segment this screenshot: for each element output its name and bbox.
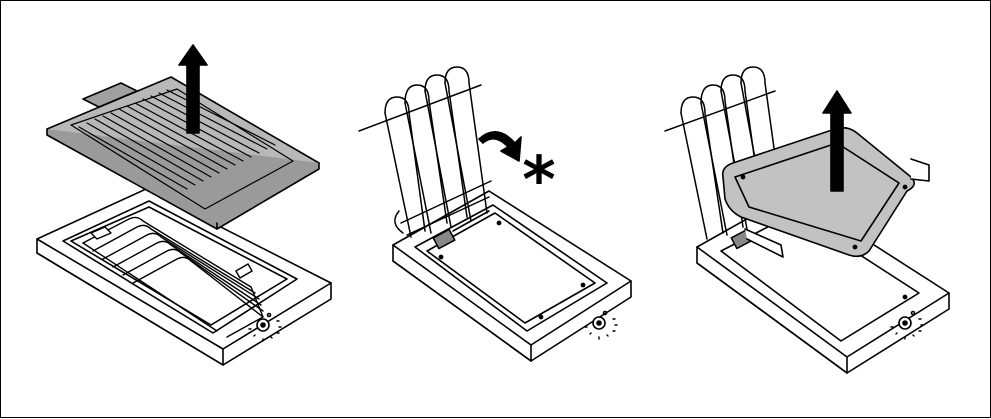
note-marker: * — [522, 144, 556, 218]
lift-arrow-1 — [178, 44, 208, 134]
swing-arrow — [478, 131, 522, 162]
drip-tray — [721, 126, 930, 258]
lift-arrow-3 — [822, 90, 852, 192]
step-2-panel — [358, 66, 632, 362]
step-3-panel — [664, 66, 950, 374]
cooktop-body-1 — [36, 188, 332, 366]
control-knob-2 — [584, 310, 618, 340]
heating-element-1 — [82, 216, 264, 338]
control-knob-1 — [248, 312, 282, 342]
grill-plate — [46, 76, 320, 230]
step-1-panel — [36, 44, 332, 366]
heating-element-2 — [358, 66, 492, 238]
cooktop-body-2 — [392, 190, 632, 362]
control-knob-3 — [890, 310, 924, 340]
